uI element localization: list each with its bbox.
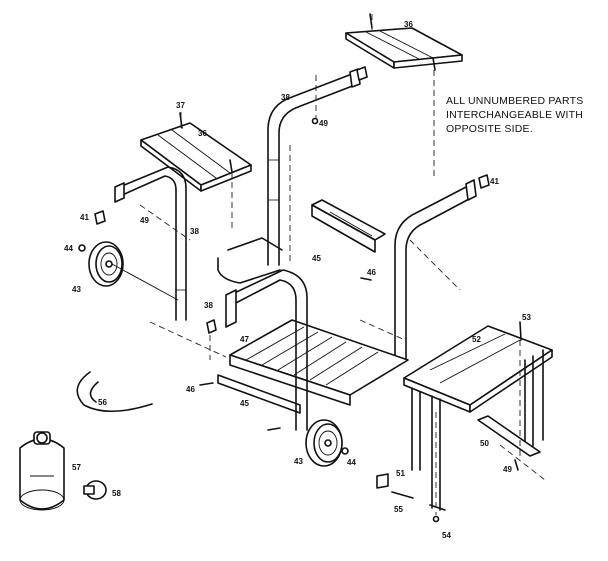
- label-54: 54: [442, 531, 451, 540]
- side-shelf: [403, 321, 553, 413]
- wheel-right: [305, 419, 343, 467]
- left-upright-frame: [114, 166, 187, 321]
- label-44-bottom: 44: [347, 458, 356, 467]
- assembly-guide-lines: [139, 10, 546, 515]
- part-labels: 36 37 36 38 38 38 41 41 49 49 44 43 45 4…: [64, 20, 531, 540]
- hose-regulator: [76, 371, 153, 413]
- label-52: 52: [472, 335, 481, 344]
- propane-tank: [19, 431, 65, 511]
- label-57: 57: [72, 463, 81, 472]
- interchangeable-note: ALL UNNUMBERED PARTS INTERCHANGEABLE WIT…: [446, 95, 583, 135]
- label-46-right: 46: [367, 268, 376, 277]
- label-45-upper: 45: [312, 254, 321, 263]
- label-46-left: 46: [186, 385, 195, 394]
- label-49-left: 49: [140, 216, 149, 225]
- label-43-left: 43: [72, 285, 81, 294]
- label-38-center: 38: [281, 93, 290, 102]
- label-36-left: 36: [198, 129, 207, 138]
- label-44-left: 44: [64, 244, 73, 253]
- note-line-3: OPPOSITE SIDE.: [446, 123, 533, 135]
- label-53: 53: [522, 313, 531, 322]
- label-38-left: 38: [190, 227, 199, 236]
- label-45-lower: 45: [240, 399, 249, 408]
- label-51: 51: [396, 469, 405, 478]
- label-47: 47: [240, 335, 249, 344]
- label-50: 50: [480, 439, 489, 448]
- left-shelf: [140, 112, 252, 192]
- label-49-top: 49: [319, 119, 328, 128]
- bottom-frame-tray: [217, 319, 409, 414]
- label-56: 56: [98, 398, 107, 407]
- label-41-right: 41: [490, 177, 499, 186]
- label-55: 55: [394, 505, 403, 514]
- right-upright-frame: [394, 179, 477, 361]
- front-u-frame: [217, 237, 308, 431]
- label-43-bottom: 43: [294, 457, 303, 466]
- cross-brace-upper: [311, 199, 386, 253]
- wheel-left: [88, 241, 179, 301]
- label-37: 37: [176, 101, 185, 110]
- label-49-right: 49: [503, 465, 512, 474]
- note-line-1: ALL UNNUMBERED PARTS: [446, 95, 583, 107]
- label-38-small: 38: [204, 301, 213, 310]
- small-fasteners: [78, 66, 519, 523]
- label-41-left: 41: [80, 213, 89, 222]
- note-line-2: INTERCHANGEABLE WITH: [446, 109, 583, 121]
- label-36-top: 36: [404, 20, 413, 29]
- valve-knob: [83, 480, 107, 500]
- label-58: 58: [112, 489, 121, 498]
- top-right-shelf: [345, 13, 463, 71]
- side-shelf-legs: [411, 349, 544, 511]
